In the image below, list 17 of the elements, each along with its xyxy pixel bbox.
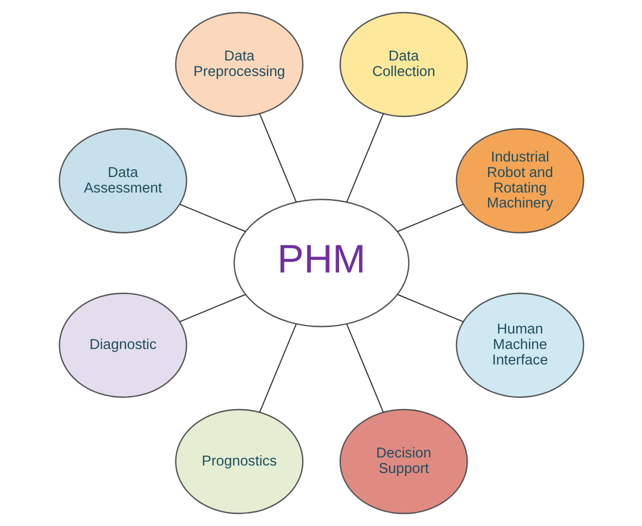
connector [258, 324, 296, 412]
connector [346, 114, 384, 202]
connector [396, 204, 464, 232]
node-ellipse: Decision Support [339, 408, 468, 514]
node-ellipse: Data Preprocessing [174, 12, 303, 118]
node-ellipse: Human Machine Interface [455, 292, 584, 398]
node-ellipse: PHM [233, 198, 409, 328]
connector [396, 294, 464, 322]
connector [178, 294, 246, 322]
connector [178, 204, 246, 232]
node-ellipse: Data Assessment [58, 128, 187, 234]
node-ellipse: Prognostics [174, 408, 303, 514]
connector [258, 114, 296, 202]
node-ellipse: Industrial Robot and Rotating Machinery [455, 128, 584, 234]
node-ellipse: Data Collection [339, 12, 468, 118]
connector [346, 324, 384, 412]
node-ellipse: Diagnostic [58, 292, 187, 398]
